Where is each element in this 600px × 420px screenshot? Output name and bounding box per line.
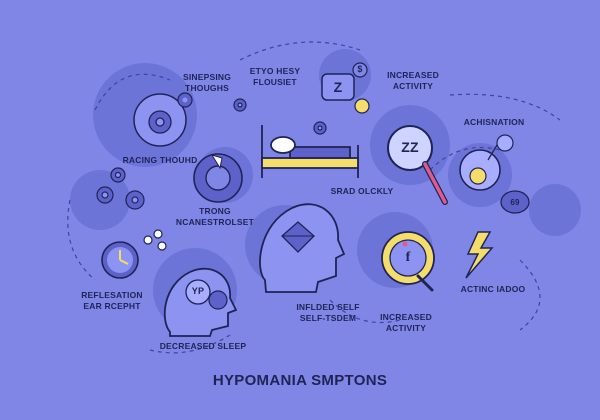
label-reflesation-line2: EAR RCEPHT [83,301,141,311]
sun-burst-icon [381,231,435,292]
note-bubble-icon [500,190,530,214]
yp-glyph: YP [191,286,205,296]
label-decreased-sleep: DECREASED SLEEP [159,341,247,351]
z-glyph: Z [333,79,343,95]
bed-icon [261,125,359,178]
label-etyo: ETYO HESY FLOUSIET [240,66,310,88]
label-increased-activity-top: INCREASED ACTIVITY [378,70,448,92]
label-increased-activity-top-line2: ACTIVITY [392,81,434,91]
note-glyph: 69 [510,198,520,207]
head-gears-icon [133,92,193,147]
gear-target-icon [459,134,514,191]
chat-bubble-icon [321,62,370,114]
label-racing: RACING THOUHD [122,155,198,165]
label-inflded-line1: INFLDED SELF [296,302,360,312]
label-srad: SRAD OLCKLY [330,186,394,196]
label-trong-line1: TRONG [199,206,231,216]
label-trong-line2: NCANESTROLSET [175,217,255,227]
label-sinepsing-line2: THOUGHS [185,83,229,93]
molecule-icon [143,229,167,251]
magnifier-icon [387,125,448,205]
zz-glyph: ZZ [401,139,419,155]
label-inflded: INFLDED SELF SELF-TSDEM [288,302,368,324]
label-etyo-line2: FLOUSIET [253,77,297,87]
label-reflesation: REFLESATION EAR RCEPHT [72,290,152,312]
label-increased-activity-bottom: INCREASED ACTIVITY [366,312,446,334]
dollar-glyph: $ [357,64,363,74]
label-inflded-line2: SELF-TSDEM [299,313,357,323]
page-title: HYPOMANIA SMPTONS [212,372,388,389]
label-increased-activity-bottom-line2: ACTIVITY [385,323,427,333]
label-sinepsing: SINEPSING THOUGHS [172,72,242,94]
label-increased-activity-bottom-line1: INCREASED [380,312,432,322]
small-gears-icon [96,98,327,210]
dashed-connectors [67,41,561,354]
label-reflesation-line1: REFLESATION [81,290,143,300]
f-glyph: f [405,250,411,265]
lightning-icon [465,231,494,279]
label-achisnation: ACHISNATION [463,117,525,127]
head-profile-icon [163,267,238,337]
label-trong: TRONG NCANESTROLSET [165,206,265,228]
label-increased-activity-top-line1: INCREASED [387,70,439,80]
clock-icon [101,241,139,279]
label-sinepsing-line1: SINEPSING [182,72,232,82]
big-gear-icon [193,153,243,203]
head-diamond-icon [259,203,346,293]
label-actinc: ACTINC IADOO [460,284,526,294]
label-etyo-line1: ETYO HESY [249,66,301,76]
